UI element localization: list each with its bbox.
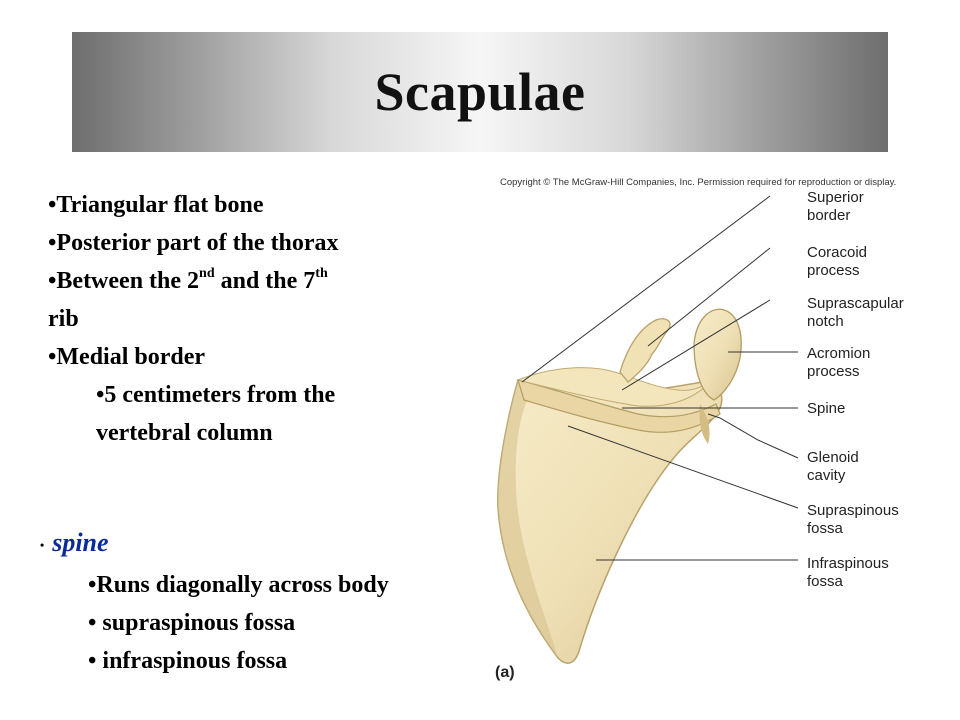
title-bar: Scapulae xyxy=(72,32,888,152)
copyright-notice: Copyright © The McGraw-Hill Companies, I… xyxy=(500,177,897,188)
scapular-spine xyxy=(517,379,721,433)
leader-glenoid xyxy=(707,413,799,459)
bullet-between-ribs: •Between the 2nd and the 7th xyxy=(48,262,488,300)
spine-bullet: • xyxy=(40,538,45,553)
spine-item-infraspinous: • infraspinous fossa xyxy=(88,648,288,674)
slide-title: Scapulae xyxy=(374,62,586,122)
bullet-between-mid: and the 7 xyxy=(214,268,316,294)
spine-list: •Runs diagonally across body • supraspin… xyxy=(88,566,389,680)
bullet-between-text: •Between the 2 xyxy=(48,268,200,294)
bullet-triangular: •Triangular flat bone xyxy=(48,192,264,218)
spine-heading-row: • spine xyxy=(40,526,109,562)
leader-supraspinous xyxy=(567,425,799,509)
coracoid-process xyxy=(619,318,671,383)
acromion-process xyxy=(693,308,742,401)
bullet-list: •Triangular flat bone •Posterior part of… xyxy=(48,186,488,452)
spine-item-supraspinous: • supraspinous fossa xyxy=(88,610,296,636)
label-supraspinous-fossa: Supraspinous fossa xyxy=(807,502,899,537)
label-coracoid-process: Coracoid process xyxy=(807,244,868,279)
figure-tag: (a) xyxy=(495,664,515,681)
label-glenoid-cavity: Glenoid cavity xyxy=(807,449,859,484)
label-acromion-process: Acromion process xyxy=(807,345,871,380)
bullet-medial-border: •Medial border xyxy=(48,344,206,370)
label-suprascapular-notch: Suprascapular notch xyxy=(807,295,904,330)
medial-border-shade xyxy=(497,380,558,658)
sub-bullet-centimeters: •5 centimeters from the xyxy=(96,382,336,408)
leader-suprascapular xyxy=(621,299,771,391)
leader-superior-border xyxy=(521,195,771,383)
scapula-illustration xyxy=(497,195,799,664)
label-infraspinous-fossa: Infraspinous fossa xyxy=(807,555,889,590)
sub-bullet-vertebral: vertebral column xyxy=(96,420,273,446)
bullet-posterior: •Posterior part of the thorax xyxy=(48,230,339,256)
superscript-nd: nd xyxy=(199,266,215,281)
label-spine: Spine xyxy=(807,400,846,417)
spine-item-diagonal: •Runs diagonally across body xyxy=(88,572,389,598)
superscript-th: th xyxy=(315,266,328,281)
bullet-rib-continuation: rib xyxy=(48,306,79,332)
leader-coracoid xyxy=(647,247,771,347)
leader-lines xyxy=(521,195,799,561)
glenoid-hint xyxy=(699,404,710,444)
label-superior-border: Superior border xyxy=(807,189,864,224)
spine-heading: spine xyxy=(52,528,109,557)
